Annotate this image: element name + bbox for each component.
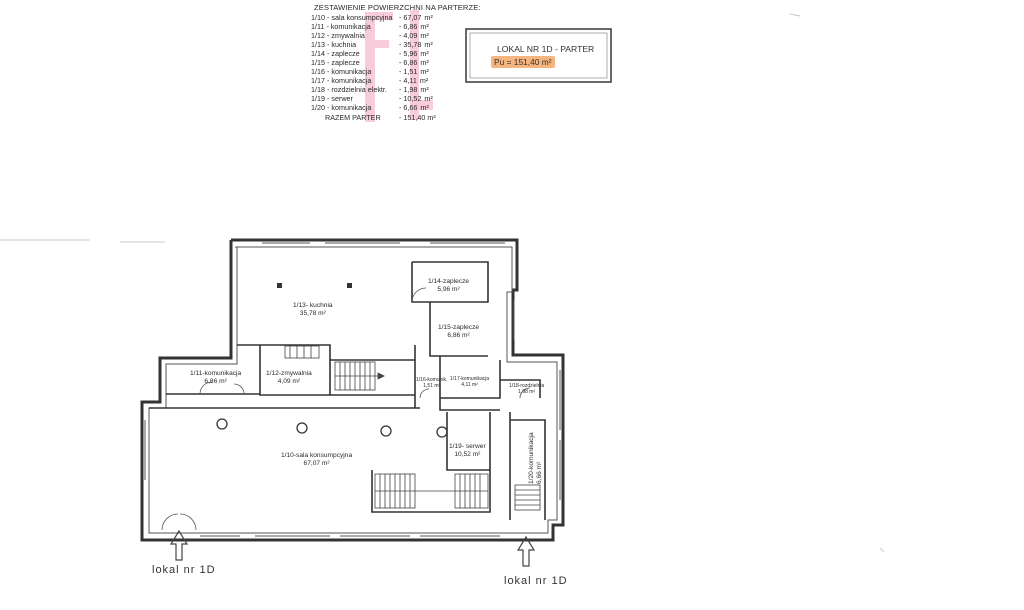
summary-row-label: 1/13 - kuchnia: [311, 40, 357, 49]
summary-row-value: - 1,98 m²: [399, 85, 429, 94]
columns: [277, 283, 352, 288]
highlight-mark: [375, 12, 393, 20]
entrance-label-right: lokal nr 1D: [504, 575, 568, 587]
summary-row: 1/13 - kuchnia - 35,78 m²: [311, 40, 433, 49]
outer-walls: [140, 238, 565, 542]
entrance-label-left: lokal nr 1D: [152, 564, 216, 576]
summary-row: 1/20 - komunikacja - 6,66 m²: [311, 103, 429, 112]
door-swings: [161, 287, 531, 531]
summary-row-value: - 6,86 m²: [399, 22, 429, 31]
summary-row-value: - 35,78 m²: [399, 40, 433, 49]
scan-noise: [0, 13, 885, 553]
highlight-mark: [375, 40, 389, 48]
lokal-usable-area: Pu = 151,40 m²: [491, 56, 555, 68]
summary-row-value: - 1,51 m²: [399, 67, 429, 76]
highlight-mark: [410, 10, 419, 120]
summary-row-label: 1/11 - komunikacja: [311, 22, 371, 31]
room-label-1-16: 1/16-komunik.1,51 m²: [416, 377, 448, 390]
summary-row-value: - 67,07 m²: [399, 13, 433, 22]
summary-heading: ZESTAWIENIE POWIERZCHNI NA PARTERZE:: [314, 3, 481, 12]
summary-total: RAZEM PARTER - 151,40 m²: [325, 113, 436, 122]
highlight-mark: [365, 12, 375, 122]
summary-row-value: - 6,86 m²: [399, 58, 429, 67]
interior-walls: [149, 261, 546, 520]
summary-row: 1/17 - komunikacja - 4,11 m²: [311, 76, 428, 85]
summary-row-label: 1/17 - komunikacja: [311, 76, 372, 85]
stairs-upper: [334, 361, 385, 391]
summary-row: 1/14 - zaplecze - 5,96 m²: [311, 49, 429, 58]
summary-row-label: 1/16 - komunikacja: [311, 67, 372, 76]
summary-total-label: RAZEM PARTER: [325, 113, 381, 122]
summary-row-label: 1/14 - zaplecze: [311, 49, 360, 58]
lokal-title: LOKAL NR 1D - PARTER: [497, 44, 595, 54]
summary-row-label: 1/20 - komunikacja: [311, 103, 372, 112]
summary-row: 1/18 - rozdzielnia elektr. - 1,98 m²: [311, 85, 429, 94]
summary-row-value: - 4,11 m²: [399, 76, 429, 85]
highlight-mark: [419, 100, 433, 110]
window-marks: [144, 242, 561, 537]
summary-row-label: 1/10 - sala konsumpcyjna: [311, 13, 393, 22]
summary-total-value: - 151,40 m²: [399, 113, 436, 122]
stairs-corridor: [514, 484, 541, 511]
summary-row-label: 1/15 - zaplecze: [311, 58, 360, 67]
lokal-box-inner-frame: [469, 32, 608, 79]
summary-row: 1/10 - sala konsumpcyjna - 67,07 m²: [311, 13, 433, 22]
summary-row-label: 1/12 - zmywalnia: [311, 31, 365, 40]
entrance-arrow-right: [516, 535, 536, 567]
summary-row: 1/11 - komunikacja - 6,86 m²: [311, 22, 429, 31]
summary-row: 1/19 - serwer - 10,52 m²: [311, 94, 433, 103]
summary-row-value: - 6,66 m²: [399, 103, 429, 112]
summary-row-label: 1/19 - serwer: [311, 94, 353, 103]
summary-row-value: - 4,09 m²: [399, 31, 429, 40]
kitchen-counter: [284, 345, 320, 359]
summary-row-value: - 10,52 m²: [399, 94, 433, 103]
round-columns: [216, 418, 448, 438]
summary-row-label: 1/18 - rozdzielnia elektr.: [311, 85, 387, 94]
stairs-lower: [374, 473, 489, 509]
entrance-arrow-left: [169, 529, 189, 561]
summary-row: 1/12 - zmywalnia - 4,09 m²: [311, 31, 429, 40]
summary-row: 1/15 - zaplecze - 6,86 m²: [311, 58, 429, 67]
lokal-box-frame: [465, 28, 612, 83]
outer-walls-inner-line: [148, 246, 558, 534]
summary-row: 1/16 - komunikacja - 1,51 m²: [311, 67, 429, 76]
summary-row-value: - 5,96 m²: [399, 49, 429, 58]
